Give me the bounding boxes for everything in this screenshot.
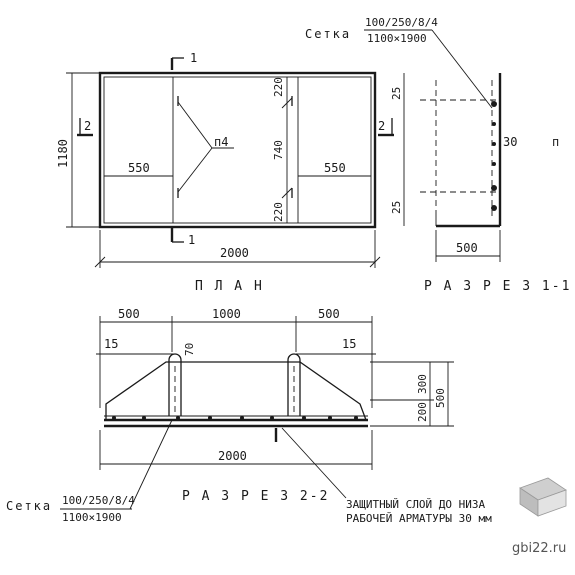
watermark: gbi22.ru [512,477,567,556]
s2-rebar-dot [354,416,358,420]
note-leader [281,427,347,499]
s1-dim-25-bottom: 25 [390,201,403,214]
protective-layer-note: ЗАЩИТНЫЙ СЛОЙ ДО НИЗА РАБОЧЕЙ АРМАТУРЫ 3… [281,427,492,525]
s2-rebar-dot [142,416,146,420]
note-line2: РАБОЧЕЙ АРМАТУРЫ 30 мм [346,512,492,525]
s2-rebar-dot [176,416,180,420]
s2-rebar-dot [328,416,332,420]
dim-550-right: 550 [324,161,346,175]
s1-rebar-dot [492,142,496,146]
s2-loop-right [287,353,301,416]
s2-dim-500-vert: 500 [434,388,447,408]
watermark-site: gbi22.ru [512,541,566,556]
s2-dim-70: 70 [183,343,196,356]
dim-2000: 2000 [220,246,249,260]
dim-1180: 1180 [56,139,70,168]
s1-rebar-dot [491,185,497,191]
mesh-bottom-spec: 100/250/8/4 [62,494,135,507]
s1-rebar-dot [491,205,497,211]
section-2-2-title: Р А З Р Е З 2-2 [182,489,329,504]
cut2-left-label: 2 [84,119,91,133]
s1-dim-500: 500 [456,241,478,255]
s1-rebar-dot [492,162,496,166]
s2-body-outline [105,361,367,421]
s2-dim-200: 200 [416,402,429,422]
s2-rebar-dot [270,416,274,420]
mesh-bottom-note: Сетка 100/250/8/4 1100×1900 [6,419,173,524]
s1-rebar-dot [492,122,496,126]
mesh-bottom-leader [129,419,173,510]
tick-top [281,97,293,109]
cut1-bottom-label: 1 [188,233,195,247]
cut1-top-label: 1 [190,51,197,65]
callout-label: п4 [214,135,228,149]
mesh-top-leader [431,29,493,109]
s2-rebar-dot [302,416,306,420]
s1-dim-25-top: 25 [390,87,403,100]
mesh-top-note: Сетка 100/250/8/4 1100×1900 [305,16,493,109]
plan-outline [98,71,377,229]
dim-220-bottom: 220 [272,202,285,222]
mesh-bottom-size: 1100×1900 [62,511,122,524]
s2-rebar-dot [112,416,116,420]
s2-dim-500-left: 500 [118,307,140,321]
mesh-bottom-word: Сетка [6,499,52,513]
dim-740: 740 [272,140,285,160]
s2-rebar-dot [240,416,244,420]
tick-bottom [281,187,293,199]
callout-leader-2 [177,147,213,193]
tick-2000-right [369,256,381,268]
mesh-top-word: Сетка [305,27,351,41]
s2-loop-left [168,353,182,416]
s2-dim-15-right: 15 [342,337,356,351]
plan-inner-outline [103,76,372,224]
mesh-top-size: 1100×1900 [367,32,427,45]
s1-dim-30: 30 [503,135,517,149]
s2-dim-500-right: 500 [318,307,340,321]
dim-220-top: 220 [272,77,285,97]
mesh-top-spec: 100/250/8/4 [365,16,438,29]
s2-rebar-dot [208,416,212,420]
cut2-right-label: 2 [378,119,385,133]
s1-letter: п [552,135,559,149]
s1-rebar-dot [491,101,497,107]
plan-view: 550 550 220 740 220 п4 2000 1180 1 [56,51,394,294]
section-1-1-title: Р А З Р Е З 1-1 [424,279,571,294]
tick-2000-left [94,256,106,268]
note-line1: ЗАЩИТНЫЙ СЛОЙ ДО НИЗА [346,498,485,511]
callout-leader-1 [177,101,213,149]
plan-title: П Л А Н [195,279,264,294]
dim-550-left: 550 [128,161,150,175]
s2-dim-2000: 2000 [218,449,247,463]
section-2-2: 500 1000 500 15 15 70 [96,307,454,504]
s2-dim-15-left: 15 [104,337,118,351]
s2-dim-300: 300 [416,374,429,394]
watermark-logo-front [537,489,567,517]
section-1-1: 25 25 30 п 500 Р А З Р Е З 1-1 [390,73,571,294]
s2-dim-1000: 1000 [212,307,241,321]
